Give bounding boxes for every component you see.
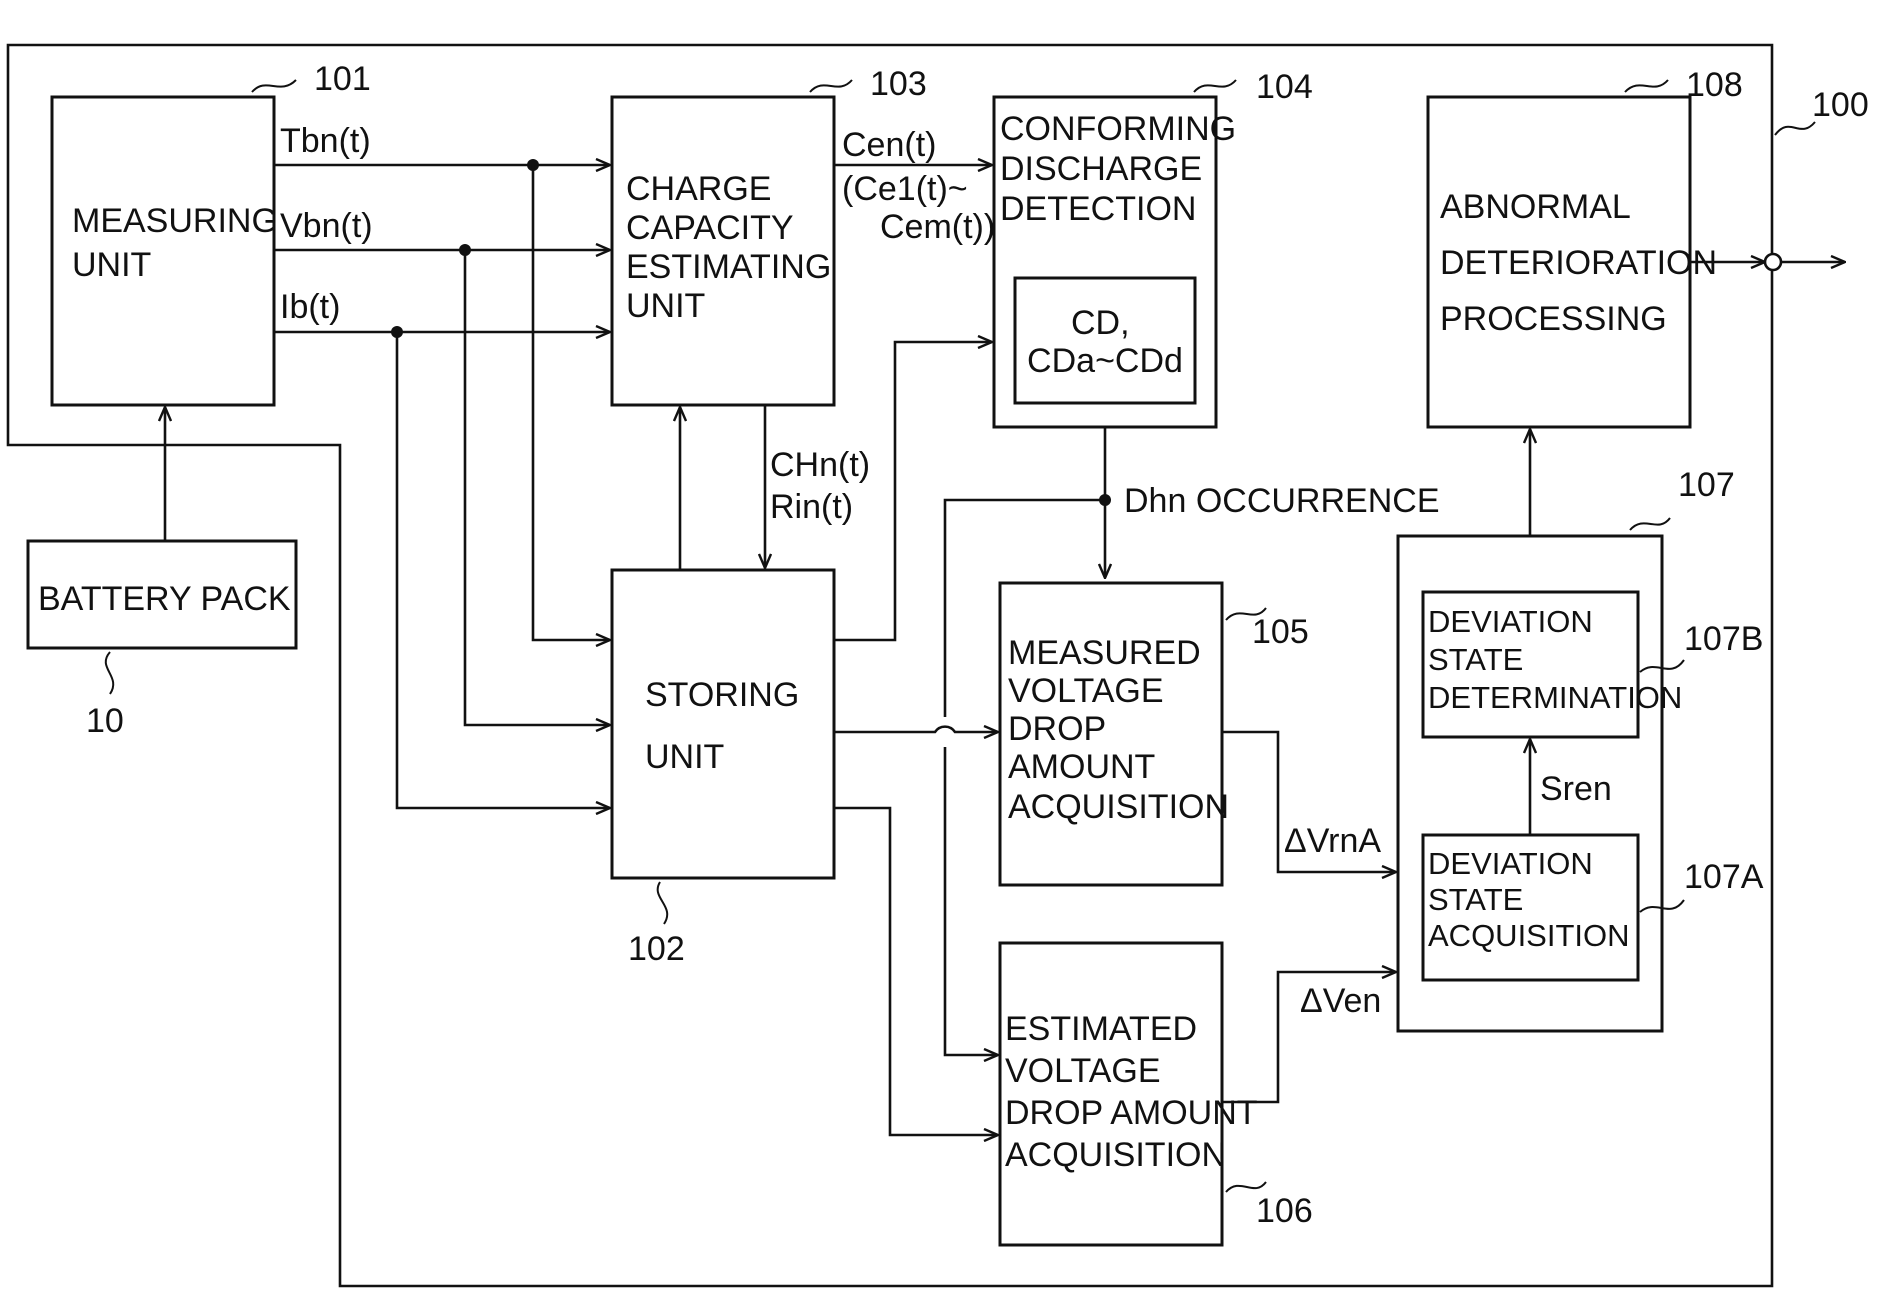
dven-label: ΔVen xyxy=(1300,982,1381,1020)
svg-text:100: 100 xyxy=(1812,86,1869,124)
svg-text:106: 106 xyxy=(1256,1192,1313,1230)
storing-unit-block: STORING UNIT xyxy=(612,570,834,878)
ib-line xyxy=(274,326,610,808)
dhn-label: Dhn OCCURRENCE xyxy=(1124,482,1440,520)
ref-10: 10 xyxy=(86,652,124,740)
chn-label: CHn(t) xyxy=(770,446,870,484)
sren-label: Sren xyxy=(1540,770,1612,808)
svg-text:102: 102 xyxy=(628,930,685,968)
ref-102: 102 xyxy=(628,882,685,968)
svg-text:104: 104 xyxy=(1256,68,1313,106)
svg-text:107B: 107B xyxy=(1684,620,1763,658)
svg-text:105: 105 xyxy=(1252,613,1309,651)
conforming-discharge-block: CONFORMING DISCHARGE DETECTION CD, CDa~C… xyxy=(994,97,1246,427)
ib-label: Ib(t) xyxy=(280,288,340,326)
ce-range-label-2: Cem(t)) xyxy=(880,208,995,246)
measured-voltage-drop-block: MEASURED VOLTAGE DROP AMOUNT ACQUISITION xyxy=(1000,583,1229,885)
tbn-label: Tbn(t) xyxy=(280,122,371,160)
charge-capacity-block: CHARGE CAPACITY ESTIMATING UNIT xyxy=(612,97,841,405)
svg-text:107A: 107A xyxy=(1684,858,1764,896)
measuring-unit-block: MEASURING UNIT xyxy=(52,97,287,405)
cen-label: Cen(t) xyxy=(842,126,936,164)
ce-range-label-1: (Ce1(t)~ xyxy=(842,170,968,208)
ref-100: 100 xyxy=(1775,86,1869,135)
ref-106: 106 xyxy=(1226,1182,1313,1230)
ref-107: 107 xyxy=(1630,466,1735,530)
ref-101: 101 xyxy=(252,60,371,98)
svg-text:108: 108 xyxy=(1686,66,1743,104)
svg-text:101: 101 xyxy=(314,60,371,98)
rin-label: Rin(t) xyxy=(770,488,853,526)
estimated-voltage-drop-block: ESTIMATED VOLTAGE DROP AMOUNT ACQUISITIO… xyxy=(1000,943,1266,1245)
storing-to-measured-line xyxy=(834,727,998,732)
svg-text:10: 10 xyxy=(86,702,124,740)
dvrna-label: ΔVrnA xyxy=(1284,822,1381,860)
vbn-label: Vbn(t) xyxy=(280,207,373,245)
svg-text:107: 107 xyxy=(1678,466,1735,504)
battery-pack-label: BATTERY PACK xyxy=(38,580,291,618)
svg-text:103: 103 xyxy=(870,65,927,103)
ref-105: 105 xyxy=(1226,608,1309,651)
storing-to-estimated-line xyxy=(834,808,998,1135)
battery-pack-block: BATTERY PACK xyxy=(28,541,296,648)
abnormal-deterioration-block: ABNORMAL DETERIORATION PROCESSING xyxy=(1428,97,1727,427)
storing-to-conforming-line xyxy=(834,342,992,640)
